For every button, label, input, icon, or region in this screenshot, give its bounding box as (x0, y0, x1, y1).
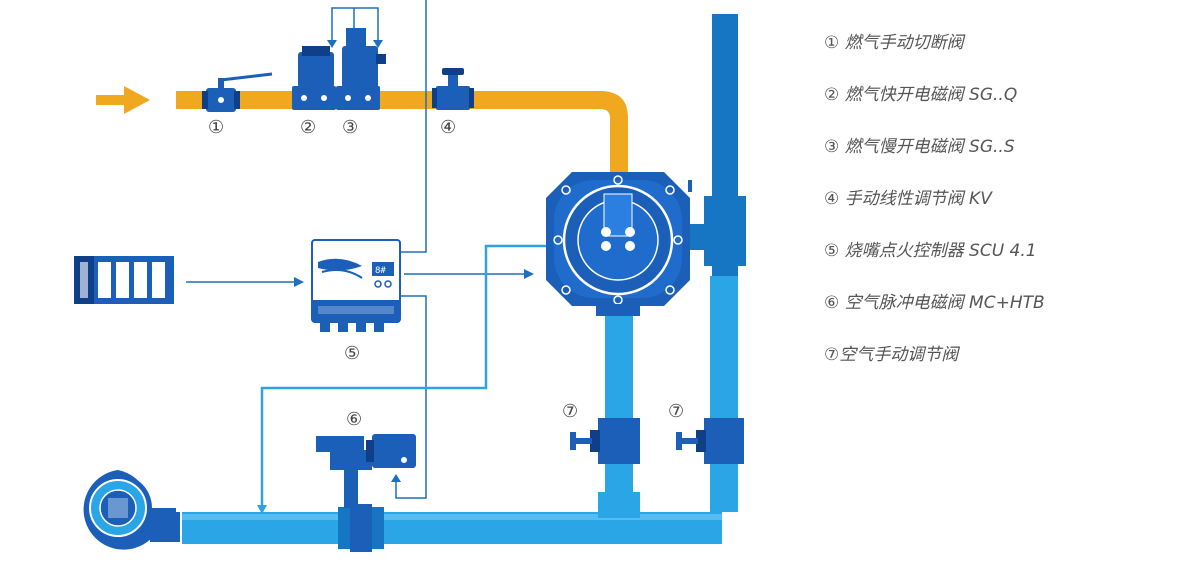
arrow-head-valve3 (373, 40, 383, 48)
marker-7-right: ⑦ (668, 401, 684, 422)
air-branch-tee (598, 492, 640, 518)
ball-valve-icon (202, 72, 273, 112)
manual-linear-valve-icon (432, 68, 474, 110)
controller-display-text: 8# (375, 266, 386, 276)
solenoid-valve-icon-slow (336, 28, 386, 110)
burner-icon (546, 172, 692, 316)
legend-item-4: ④ 手动线性调节阀 KV (824, 189, 992, 209)
number-markers: ① ② ③ ④ ⑤ ⑥ ⑦ ⑦ (208, 117, 684, 430)
marker-4: ④ (440, 117, 456, 138)
legend-item-5: ⑤ 烧嘴点火控制器 SCU 4.1 (824, 241, 1037, 261)
pulse-solenoid-valve-icon (316, 434, 416, 508)
gas-main-pipe (176, 91, 604, 109)
manual-air-valve-icon-left (570, 418, 640, 464)
air-main-highlight (182, 514, 722, 520)
signal-line-controller-top (400, 0, 427, 253)
signal-lines (186, 0, 600, 514)
legend: ① 燃气手动切断阀 ② 燃气快开电磁阀 SG..Q ③ 燃气慢开电磁阀 SG..… (824, 28, 1184, 392)
blower-fan-icon (83, 470, 180, 550)
air-horizontal-stub (686, 224, 716, 250)
arrow-head-air-feed (257, 505, 267, 514)
cyan-air-feed-line (260, 244, 600, 512)
air-main-flange-left (338, 507, 350, 549)
arrow-head-valve2 (327, 40, 337, 48)
signal-line-controller-bottom (395, 295, 427, 499)
signal-line-solenoid-feed (331, 7, 379, 40)
solenoid-valve-icon (292, 46, 336, 110)
marker-7-left: ⑦ (562, 401, 578, 422)
arrow-head-pulse-valve (391, 474, 401, 482)
air-branch-left (605, 300, 633, 514)
legend-item-3: ③ 燃气慢开电磁阀 SG..S (824, 137, 1015, 157)
marker-2: ② (300, 117, 316, 138)
air-main-valve-body (350, 504, 372, 552)
air-riser-right (710, 276, 738, 512)
ignition-controller-icon: 8# (311, 239, 401, 332)
marker-5: ⑤ (344, 343, 360, 364)
arrow-head-controller (294, 277, 304, 287)
gas-pipes (176, 91, 628, 190)
marker-1: ① (208, 117, 224, 138)
legend-item-6: ⑥ 空气脉冲电磁阀 MC+HTB (824, 293, 1045, 313)
legend-item-1: ① 燃气手动切断阀 (824, 33, 964, 53)
control-panel-icon (74, 256, 174, 304)
gas-inlet-arrow-icon (96, 86, 150, 114)
marker-3: ③ (342, 117, 358, 138)
marker-6: ⑥ (346, 409, 362, 430)
legend-item-7: ⑦空气手动调节阀 (824, 345, 959, 365)
arrow-head-burner (524, 269, 534, 279)
air-main-flange-right (372, 507, 384, 549)
manual-air-valve-icon-right (676, 418, 744, 464)
legend-item-2: ② 燃气快开电磁阀 SG..Q (824, 85, 1018, 105)
